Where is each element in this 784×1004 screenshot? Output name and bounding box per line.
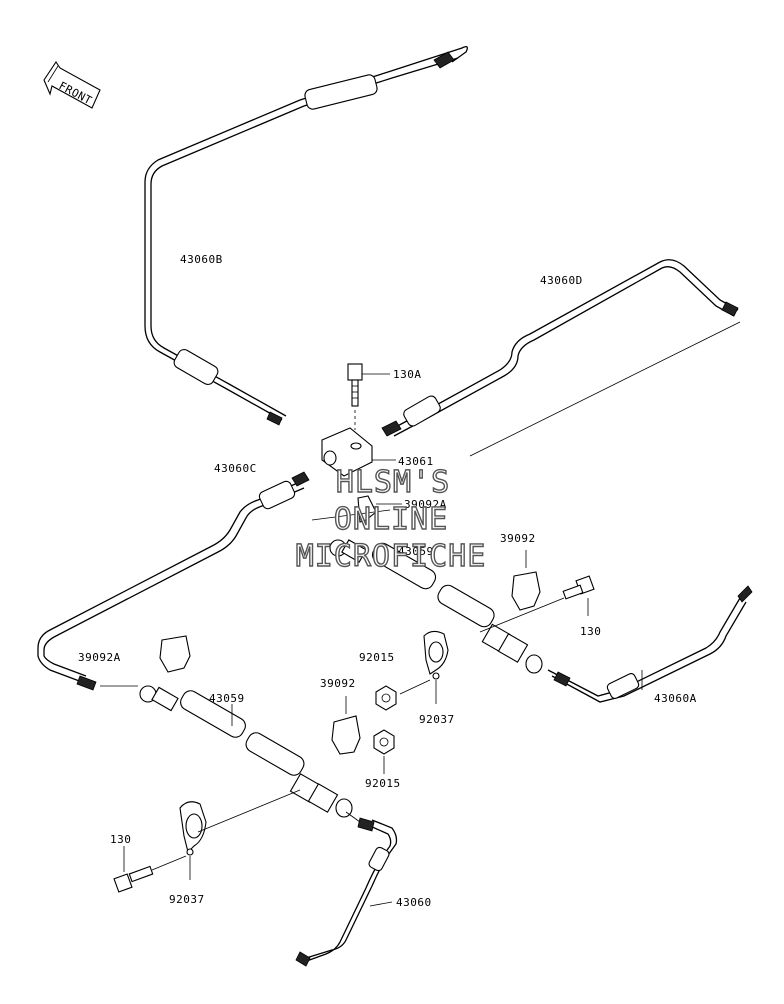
label-130A: 130A [393, 368, 422, 381]
label-43060A: 43060A [654, 692, 697, 705]
clip-39092A-left [159, 635, 191, 673]
joint-43061 [321, 427, 396, 477]
brake-hose-43059-top [329, 539, 543, 674]
bolt-130-left [113, 846, 187, 893]
label-130-right: 130 [580, 625, 601, 638]
brake-pipe-43060C [37, 471, 310, 691]
label-92037-bottom: 92037 [169, 893, 205, 906]
bolt-130-right [479, 575, 595, 633]
label-39092-right: 39092 [500, 532, 536, 545]
brake-hose-43059-bottom [139, 685, 353, 818]
label-43060B: 43060B [180, 253, 223, 266]
label-43060C: 43060C [214, 462, 257, 475]
clip-39092-right [511, 550, 541, 611]
clamp-92037-mid [423, 630, 449, 704]
label-92015-top: 92015 [359, 651, 395, 664]
label-92015-bottom: 92015 [365, 777, 401, 790]
label-130-left: 130 [110, 833, 131, 846]
watermark-line-3: MICROFICHE [296, 539, 487, 574]
watermark: HLSM'S ONLINE MICROFICHE [295, 464, 487, 574]
label-43060D: 43060D [540, 274, 583, 287]
label-43059-top: 43059 [398, 545, 434, 558]
label-39092A-left: 39092A [78, 651, 121, 664]
brake-pipe-43060A [547, 585, 753, 703]
brake-pipe-43060D [381, 259, 741, 457]
clip-39092-mid [331, 696, 361, 755]
brake-pipe-43060B [144, 46, 468, 426]
watermark-line-1: HLSM'S [336, 465, 450, 500]
label-92037-mid: 92037 [419, 713, 455, 726]
label-43059-bottom: 43059 [209, 692, 245, 705]
label-39092A-top: 39092A [404, 498, 447, 511]
watermark-line-2: ONLINE [334, 502, 448, 537]
clip-39092A-top [311, 495, 402, 523]
nut-92015-top [375, 679, 431, 711]
nut-92015-bottom [373, 729, 395, 774]
front-direction-arrow: FRONT [43, 61, 101, 109]
label-43061: 43061 [398, 455, 434, 468]
clamp-92037-bottom [179, 789, 301, 880]
label-39092-mid: 39092 [320, 677, 356, 690]
bolt-130A [347, 363, 390, 430]
brake-pipe-43060 [295, 811, 398, 967]
label-43060: 43060 [396, 896, 432, 909]
